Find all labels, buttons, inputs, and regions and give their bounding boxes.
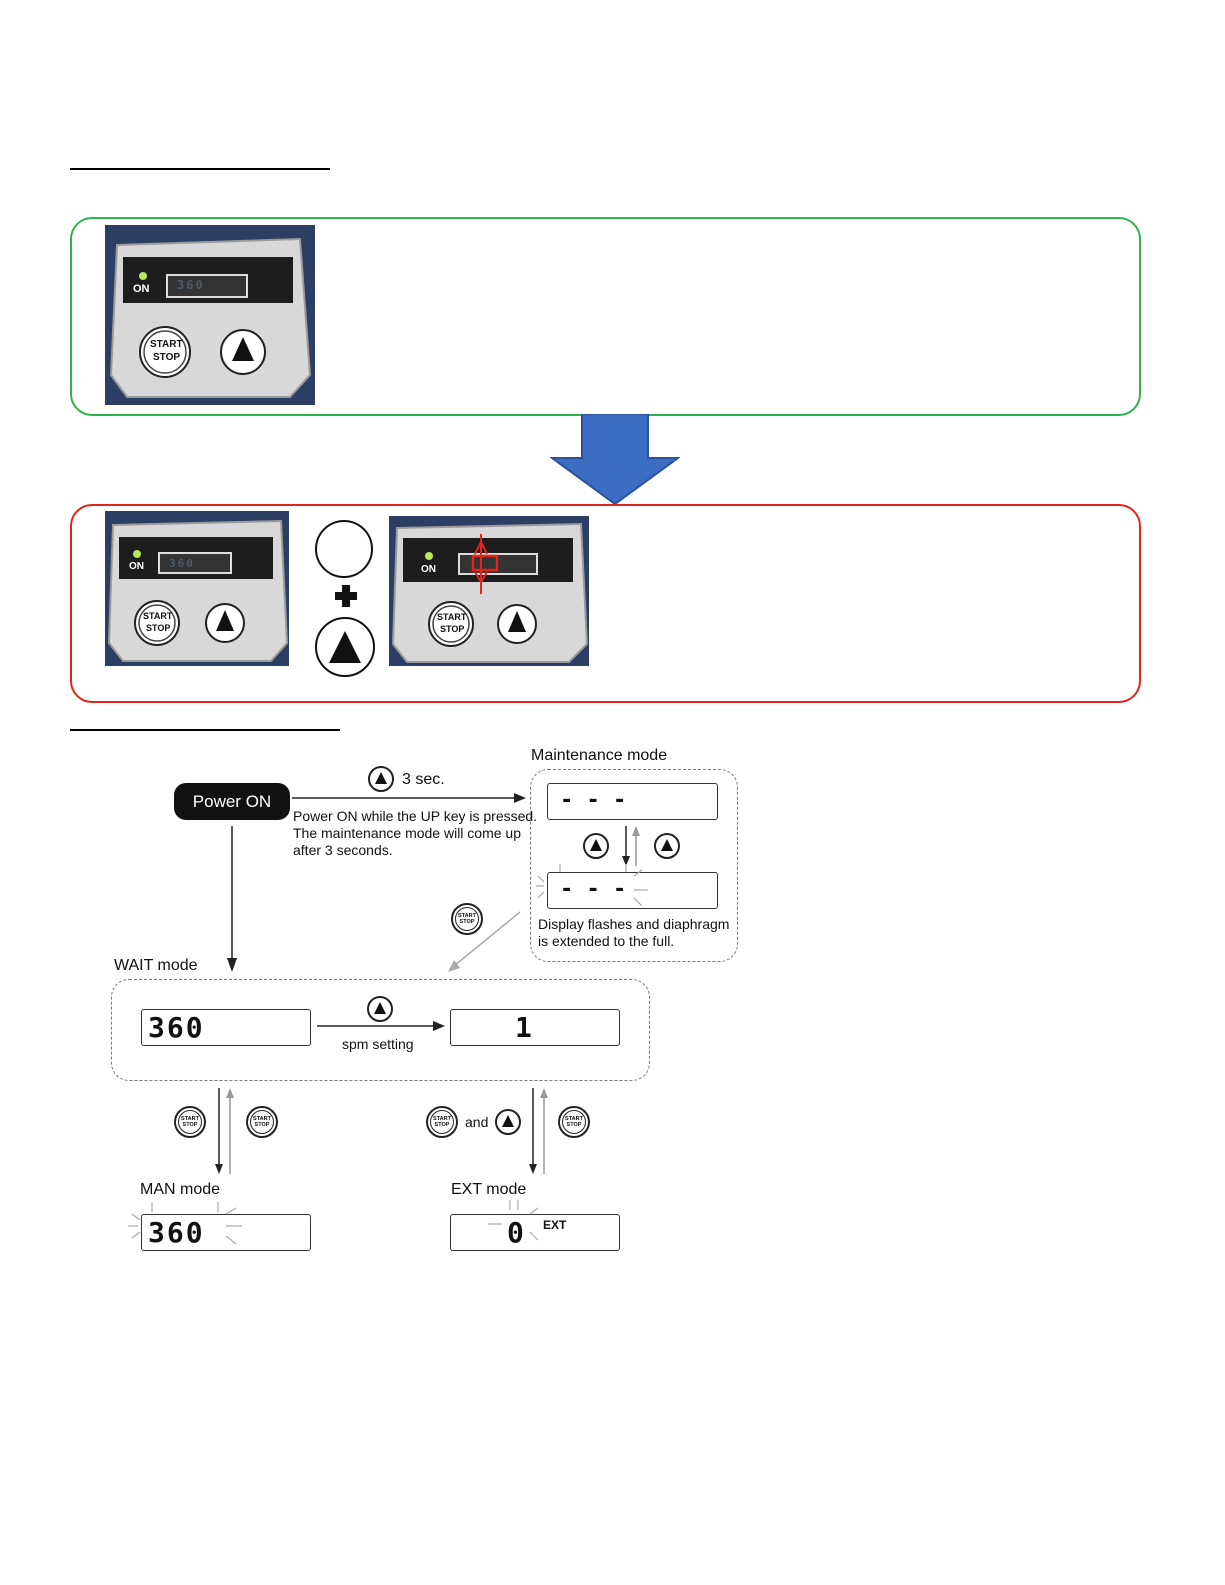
control-panel-photo: ON 360 START STOP — [105, 225, 315, 405]
panel-on-label: ON — [421, 564, 436, 575]
and-label: and — [465, 1114, 489, 1130]
plus-icon — [335, 585, 357, 607]
arrows-wait-ext — [529, 1088, 548, 1174]
panel-on-label: ON — [129, 561, 144, 572]
ext-tag: EXT — [543, 1218, 567, 1232]
flashing-display-marker-icon — [471, 534, 499, 594]
up-key-icon — [495, 1109, 521, 1135]
maintenance-entry-box — [70, 504, 1141, 703]
ext-flash-rays-icon — [488, 1200, 539, 1241]
maintenance-note-line-2: is extended to the full. — [538, 933, 675, 949]
power-on-label: Power ON — [192, 791, 272, 811]
control-panel-illustration — [109, 237, 312, 398]
panel-stop-label: STOP — [440, 624, 465, 634]
panel-on-label: ON — [133, 283, 150, 295]
toggle-arrows-icon — [622, 826, 640, 866]
wait-mode-group — [111, 979, 650, 1081]
wait-display: 360 — [141, 1009, 311, 1046]
panel-display-value: 360 — [169, 557, 195, 570]
up-key-3sec-icon — [368, 766, 394, 792]
man-mode-title: MAN mode — [140, 1181, 221, 1198]
maintenance-display-bottom: - - - — [547, 872, 718, 909]
arrow-maintenance-to-wait — [448, 911, 521, 972]
control-panel-illustration-after — [391, 522, 589, 663]
control-panel-photo-before: ON 360 START STOP — [105, 511, 289, 666]
control-panel-illustration-before — [107, 519, 289, 662]
up-key-icon — [315, 617, 375, 677]
power-on-pill: Power ON — [174, 783, 290, 820]
maintenance-note-line-1: Display flashes and diaphragm — [538, 916, 730, 932]
down-arrow-icon — [550, 414, 680, 506]
man-display: 360 — [141, 1214, 311, 1251]
flash-rays-icon — [536, 864, 648, 907]
arrows-wait-man — [215, 1088, 234, 1174]
ext-mode-title: EXT mode — [451, 1181, 527, 1198]
section-heading-rule-1 — [70, 168, 330, 170]
man-flash-rays-icon — [128, 1202, 242, 1245]
panel-stop-label: STOP — [153, 352, 181, 363]
power-note-line-3: after 3 seconds. — [293, 842, 393, 858]
power-note-line-2: The maintenance mode will come up — [293, 825, 522, 841]
up-key-icon-left — [583, 833, 609, 859]
up-key-icon-right — [654, 833, 680, 859]
panel-stop-label: STOP — [146, 623, 171, 633]
panel-start-label: START — [150, 339, 183, 350]
maintenance-display-top: - - - — [547, 783, 718, 820]
spm-display: 1 — [450, 1009, 620, 1046]
spm-setting-label: spm setting — [342, 1036, 414, 1052]
ext-display: 0 EXT — [450, 1214, 620, 1251]
maintenance-mode-title: Maintenance mode — [531, 747, 668, 764]
panel-start-label: START — [437, 612, 467, 622]
power-note-line-1: Power ON while the UP key is pressed. — [293, 808, 538, 824]
arrow-spm-setting — [317, 1021, 445, 1031]
up-key-spm-icon — [367, 996, 393, 1022]
panel-start-label: START — [143, 611, 173, 621]
control-panel-photo-after: ON START STOP — [389, 516, 589, 666]
arrow-to-maintenance — [292, 793, 526, 803]
wait-mode-title: WAIT mode — [114, 957, 198, 974]
blank-key-circle — [315, 520, 373, 578]
section-heading-rule-2 — [70, 729, 340, 731]
arrow-to-wait — [227, 826, 237, 972]
maintenance-mode-group — [530, 769, 738, 962]
three-sec-label: 3 sec. — [402, 771, 445, 788]
panel-display-value: 360 — [177, 278, 205, 292]
